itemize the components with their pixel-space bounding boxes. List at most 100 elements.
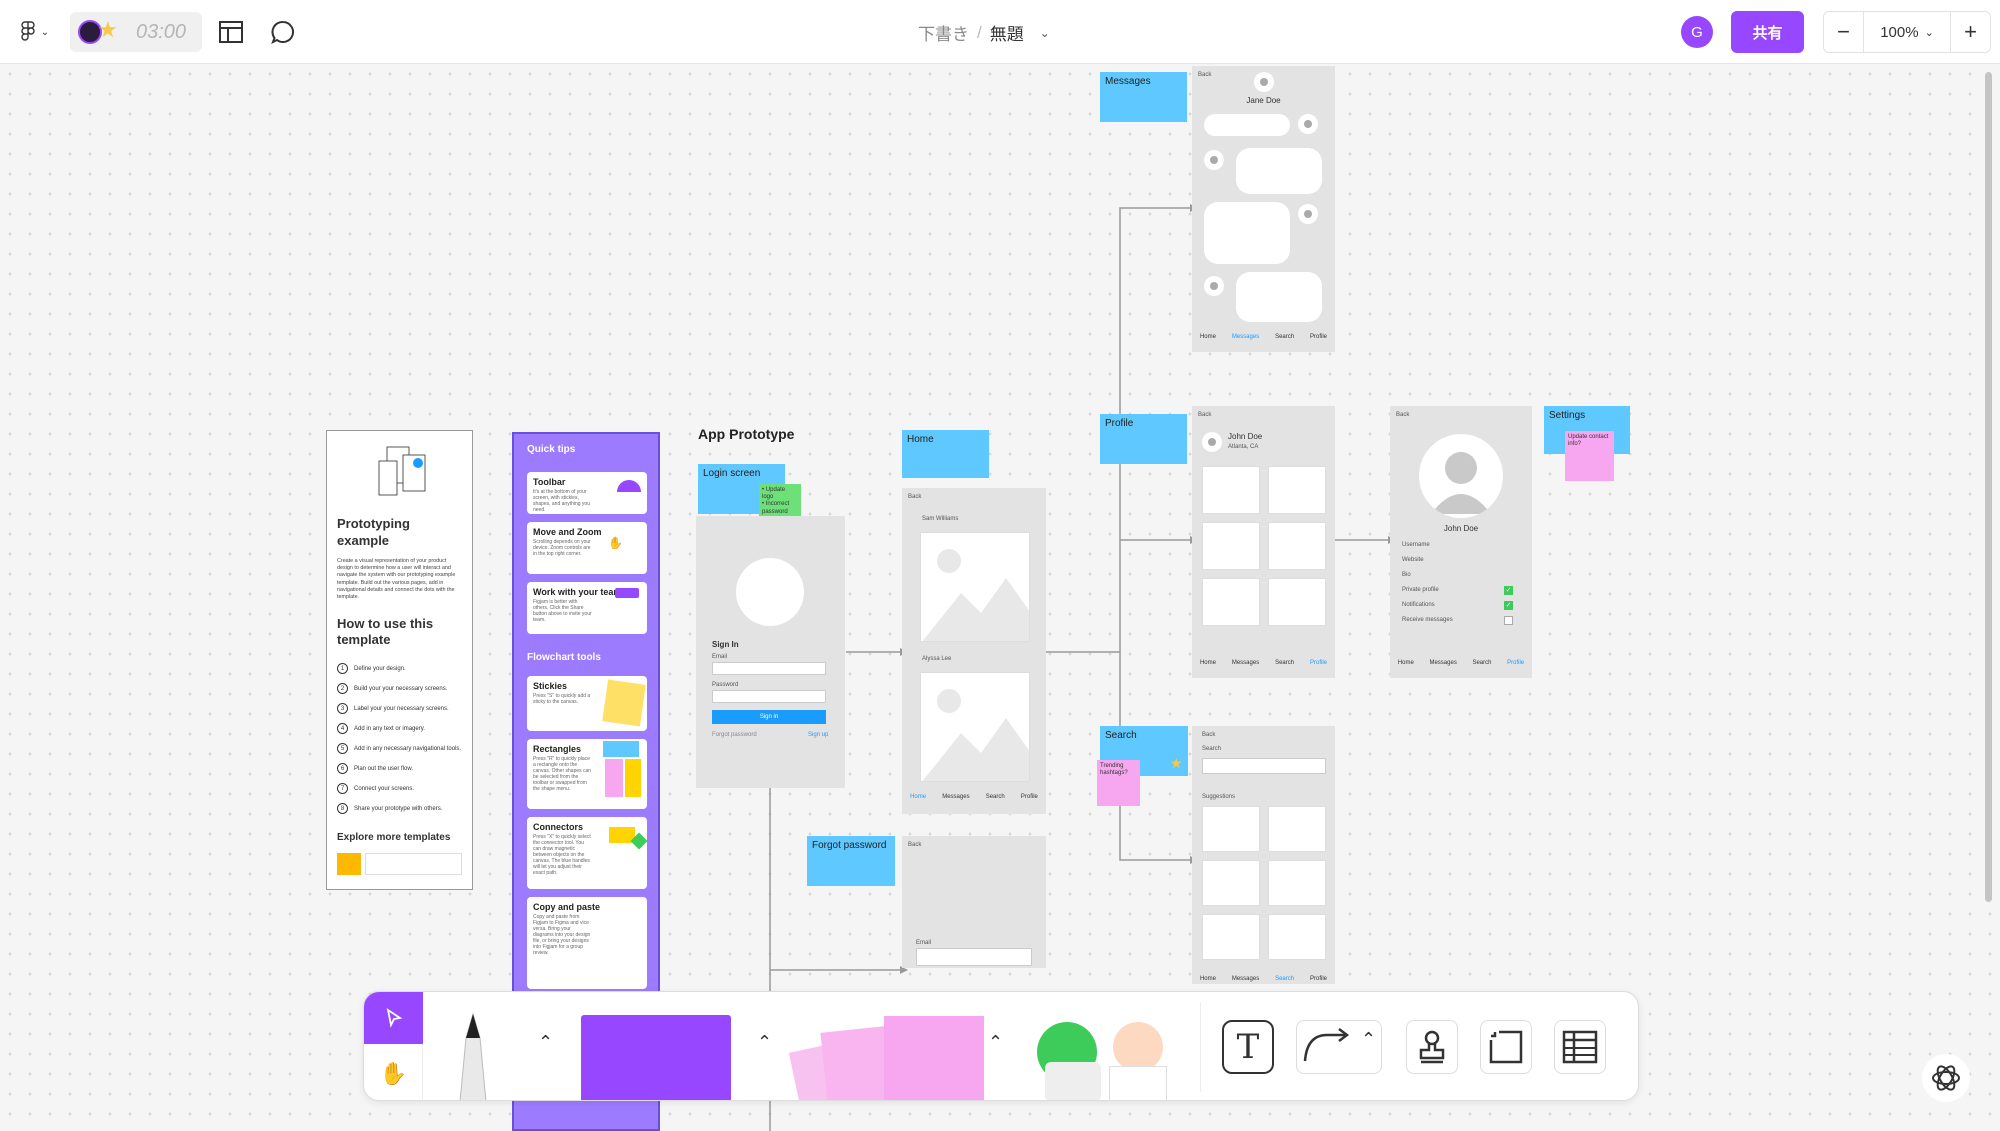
back-link[interactable]: Back (908, 494, 922, 500)
nav-messages[interactable]: Messages (1429, 660, 1457, 666)
sticky-settings-note[interactable]: Update contact info? (1565, 431, 1614, 481)
guide-title: Prototyping example (337, 516, 410, 548)
share-button[interactable]: 共有 (1731, 11, 1804, 53)
nav-search[interactable]: Search (1472, 660, 1492, 666)
label-profile[interactable]: Profile (1100, 414, 1187, 464)
field-bio[interactable]: Bio (1402, 572, 1411, 578)
nav-messages[interactable]: Messages (1231, 660, 1260, 666)
checkbox-receive-messages[interactable] (1504, 616, 1513, 625)
bottom-nav: Home Messages Search Profile (1192, 976, 1335, 982)
chevron-down-icon[interactable]: ⌄ (1039, 25, 1050, 40)
field-username[interactable]: Username (1402, 542, 1430, 548)
comment-icon (271, 21, 294, 44)
label-forgot-password[interactable]: Forgot password (807, 836, 895, 886)
back-link[interactable]: Back (1198, 72, 1212, 78)
nav-messages[interactable]: Messages (942, 794, 970, 800)
profile-photo (1419, 434, 1503, 518)
sign-in-button[interactable]: Sign in (712, 710, 826, 724)
nav-home[interactable]: Home (1199, 660, 1216, 666)
nav-profile[interactable]: Profile (1310, 976, 1328, 982)
layout-button[interactable] (216, 18, 246, 46)
nav-home[interactable]: Home (1199, 334, 1216, 340)
field-website[interactable]: Website (1402, 557, 1424, 563)
nav-profile[interactable]: Profile (1310, 660, 1328, 666)
screen-settings[interactable]: Back John Doe Username Website Bio Priva… (1390, 406, 1532, 678)
nav-home[interactable]: Home (910, 794, 927, 800)
chevron-up-icon[interactable]: ⌃ (1361, 1029, 1377, 1050)
marker-tool[interactable] (446, 1010, 500, 1100)
sign-up-link[interactable]: Sign up (808, 732, 829, 738)
zoom-controls: − 100% ⌄ + (1823, 11, 1991, 53)
canvas[interactable]: Prototyping example Create a visual repr… (0, 64, 2000, 1131)
breadcrumb-drafts[interactable]: 下書き (918, 25, 969, 44)
screen-login[interactable]: Sign In Email Password Sign in Forgot pa… (696, 516, 845, 788)
avatar (1204, 276, 1224, 296)
nav-search[interactable]: Search (1275, 334, 1295, 340)
chevron-up-icon[interactable]: ⌃ (988, 1032, 1004, 1053)
text-tool[interactable]: T (1222, 1020, 1274, 1074)
search-input[interactable] (1202, 758, 1326, 774)
label-settings[interactable]: Settings (1544, 406, 1630, 454)
explore-title: Explore more templates (337, 832, 451, 844)
select-tool[interactable] (364, 992, 423, 1044)
hand-tool[interactable]: ✋ (364, 1050, 423, 1098)
nav-search[interactable]: Search (1275, 660, 1295, 666)
stickers-tool[interactable] (1037, 1016, 1173, 1100)
scrollbar[interactable] (1985, 72, 1992, 902)
nav-home[interactable]: Home (1397, 660, 1414, 666)
password-field[interactable] (712, 690, 826, 703)
nav-search[interactable]: Search (1275, 976, 1295, 982)
main-menu-button[interactable]: ⌄ (14, 18, 54, 46)
section-tool[interactable] (1480, 1020, 1532, 1074)
ai-assistant-button[interactable] (1922, 1054, 1970, 1102)
zoom-out-button[interactable]: − (1824, 12, 1864, 52)
chevron-up-icon[interactable]: ⌃ (757, 1032, 773, 1053)
template-link[interactable] (337, 853, 462, 876)
comment-button[interactable] (268, 18, 298, 46)
shape-tool[interactable] (581, 1015, 731, 1100)
timer-widget[interactable]: ★ 03:00 (70, 12, 202, 52)
chevron-up-icon[interactable]: ⌃ (538, 1032, 554, 1053)
stamp-tool[interactable] (1406, 1020, 1458, 1074)
nav-messages[interactable]: Messages (1231, 976, 1260, 982)
forgot-password-link[interactable]: Forgot password (712, 732, 757, 738)
nav-profile[interactable]: Profile (1310, 334, 1328, 340)
checkbox-notifications[interactable]: ✓ (1504, 601, 1513, 610)
label-messages[interactable]: Messages (1100, 72, 1187, 122)
avatar[interactable]: G (1681, 16, 1713, 48)
sticky-search-note[interactable]: Trending hashtags? (1097, 760, 1140, 806)
email-field[interactable] (712, 662, 826, 675)
nav-messages[interactable]: Messages (1231, 334, 1260, 340)
checkbox-private-profile[interactable]: ✓ (1504, 586, 1513, 595)
file-title[interactable]: 無題 (989, 25, 1024, 44)
breadcrumb-separator: / (977, 22, 982, 42)
email-field[interactable] (916, 948, 1032, 966)
nav-home[interactable]: Home (1199, 976, 1216, 982)
guide-card[interactable]: Prototyping example Create a visual repr… (326, 430, 473, 890)
nav-profile[interactable]: Profile (1020, 794, 1038, 800)
screen-profile[interactable]: Back John Doe Atlanta, CA Home Messages … (1192, 406, 1335, 678)
connector-tool[interactable]: ⌃ (1296, 1020, 1382, 1074)
table-tool[interactable] (1554, 1020, 1606, 1074)
back-link[interactable]: Back (1396, 412, 1410, 418)
zoom-level-select[interactable]: 100% ⌄ (1864, 12, 1950, 52)
zoom-in-button[interactable]: + (1950, 12, 1990, 52)
timer-avatar-icon (78, 20, 102, 44)
nav-search[interactable]: Search (985, 794, 1005, 800)
star-icon: ★ (1170, 756, 1183, 772)
sticky-tool[interactable] (788, 1016, 984, 1100)
hand-icon: ✋ (379, 1061, 408, 1087)
profile-location: Atlanta, CA (1228, 444, 1259, 450)
back-link[interactable]: Back (908, 842, 922, 848)
screen-forgot-password[interactable]: Back Email (902, 836, 1046, 968)
nav-profile[interactable]: Profile (1507, 660, 1525, 666)
profile-name: John Doe (1228, 432, 1263, 441)
screen-home[interactable]: Back Sam Williams Alyssa Lee Home Messag… (902, 488, 1046, 814)
back-link[interactable]: Back (1198, 412, 1212, 418)
screen-messages[interactable]: Back Jane Doe Home Messages Search Profi… (1192, 66, 1335, 352)
back-link[interactable]: Back (1202, 732, 1216, 738)
screen-search[interactable]: Back Search Suggestions Home Messages Se… (1192, 726, 1335, 984)
label-home[interactable]: Home (902, 430, 989, 478)
